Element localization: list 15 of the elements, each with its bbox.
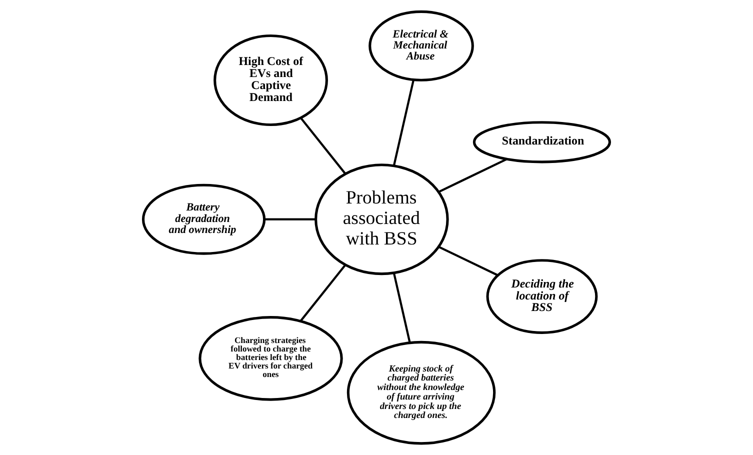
node-ellipse: Battery degradation and ownership: [142, 184, 266, 255]
node-ellipse: Problems associated with BSS: [314, 164, 449, 276]
connector: [300, 264, 346, 322]
connector: [438, 246, 498, 276]
node-ellipse: Electrical & Mechanical Abuse: [368, 10, 474, 82]
connector: [300, 117, 346, 174]
node-ellipse: Keeping stock of charged batteries without the knowledge of future arriving drivers to pick up the charged ones.: [346, 340, 496, 445]
connector: [264, 218, 316, 220]
connector: [392, 80, 415, 166]
node-ellipse: Standardization: [472, 121, 612, 164]
connector: [392, 272, 411, 343]
node-ellipse: Charging strategies followed to charge the batteries left by the EV drivers for charged ones: [198, 316, 343, 401]
node-ellipse: High Cost of EVs and Captive Demand: [214, 34, 328, 126]
node-ellipse: Deciding the location of BSS: [486, 259, 598, 334]
connector: [438, 158, 508, 193]
